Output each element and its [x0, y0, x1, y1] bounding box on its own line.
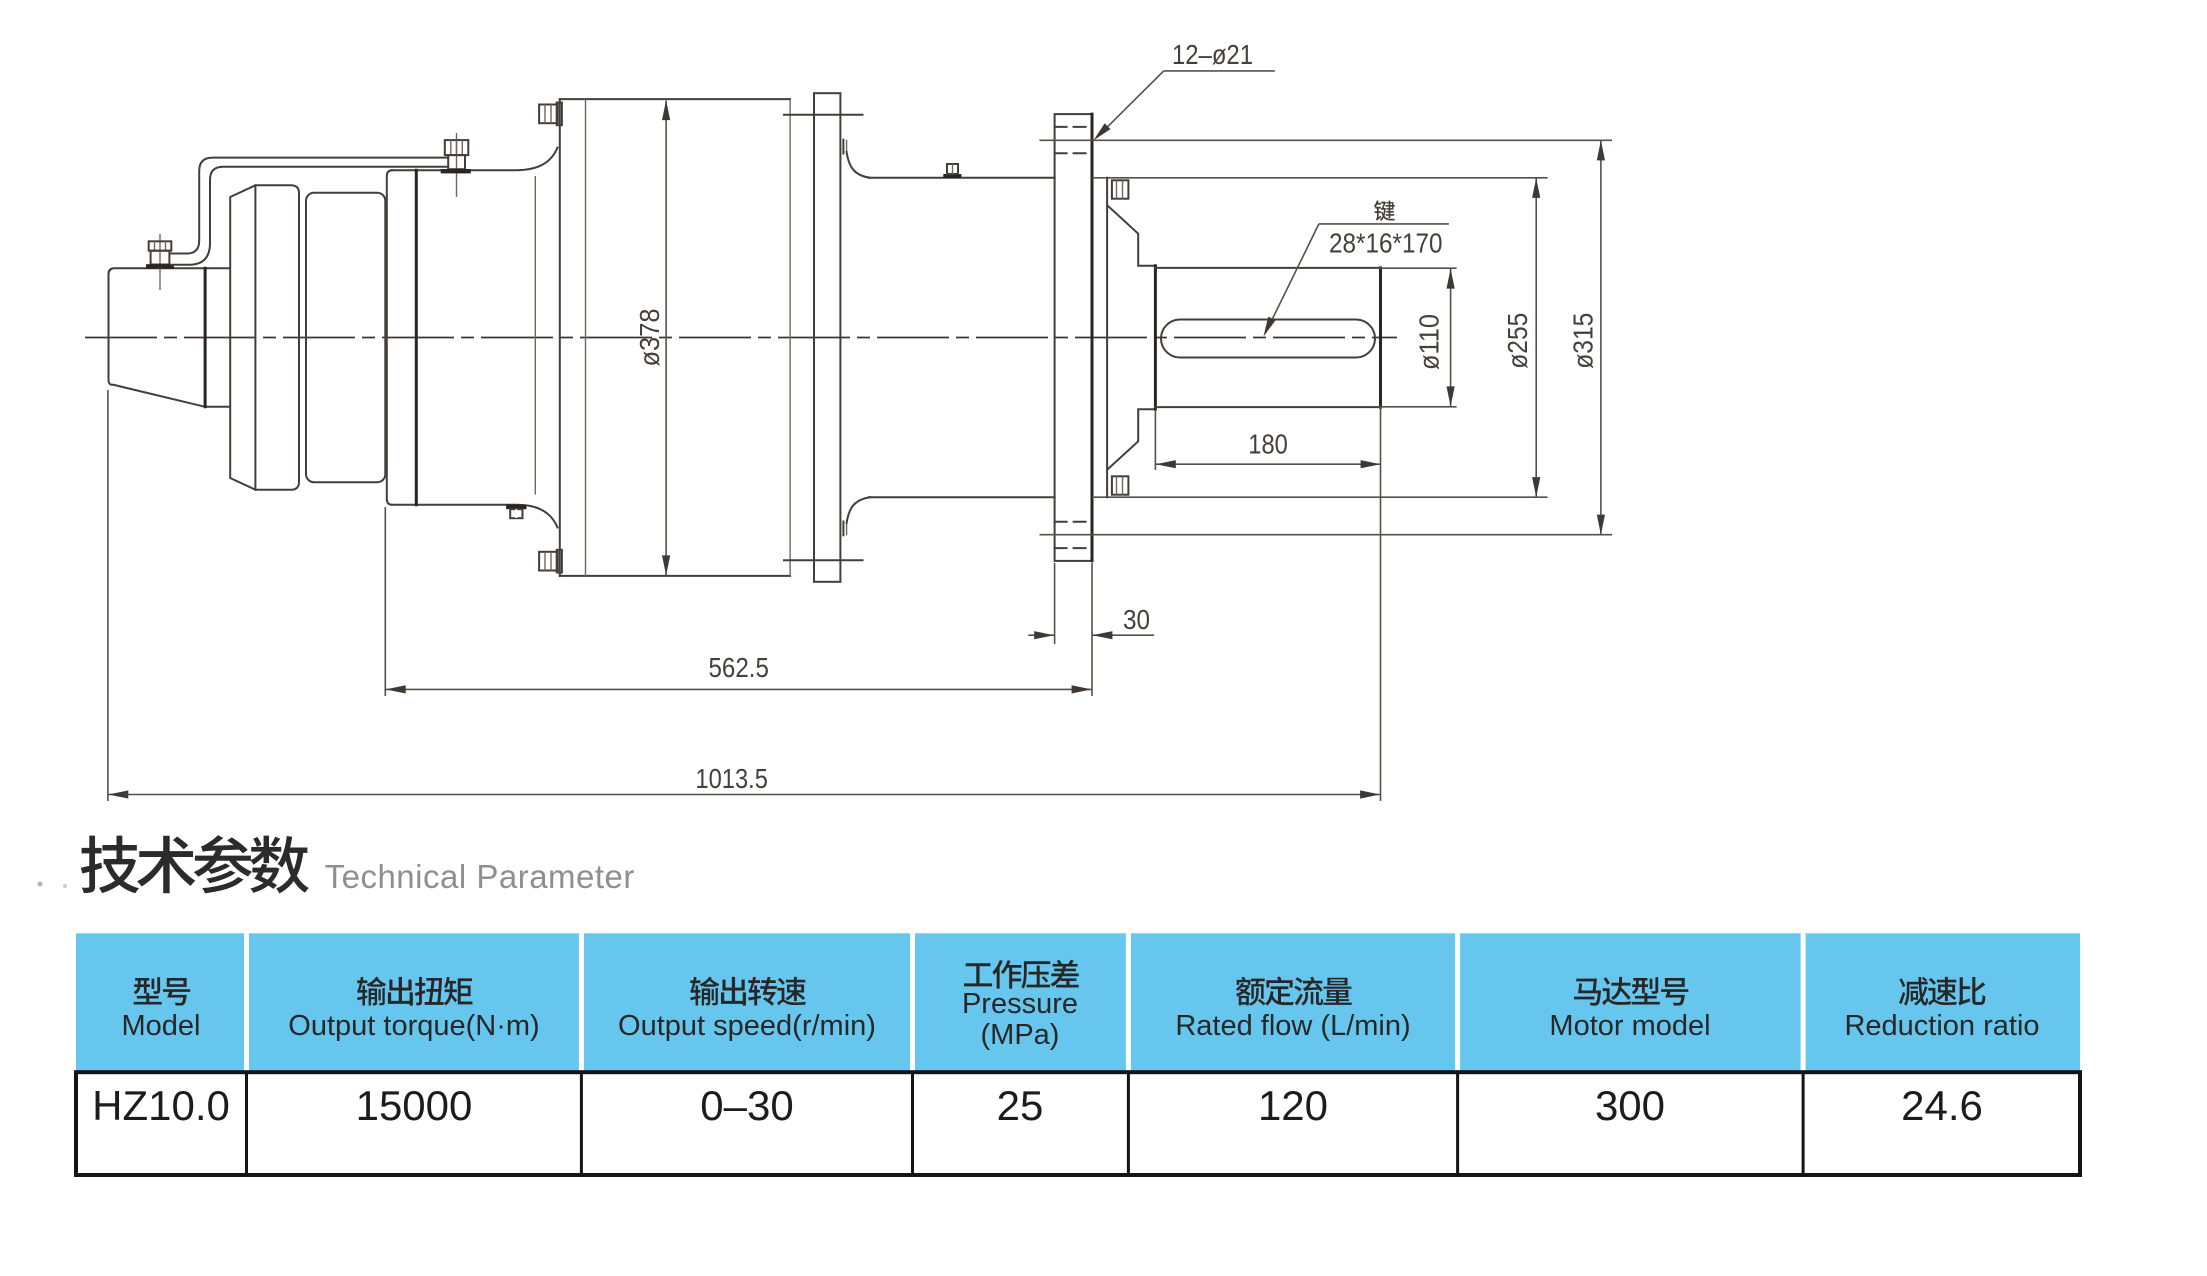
- svg-text:12–ø21: 12–ø21: [1172, 39, 1253, 70]
- svg-text:Output speed(r/min): Output speed(r/min): [618, 1010, 876, 1042]
- svg-text:28*16*170: 28*16*170: [1329, 228, 1443, 259]
- svg-text:300: 300: [1595, 1082, 1665, 1129]
- svg-text:Rated flow (L/min): Rated flow (L/min): [1175, 1010, 1410, 1042]
- svg-text:HZ10.0: HZ10.0: [92, 1082, 230, 1129]
- svg-text:(MPa): (MPa): [981, 1019, 1060, 1051]
- svg-text:30: 30: [1123, 604, 1150, 635]
- svg-text:ø110: ø110: [1414, 314, 1445, 370]
- svg-text:Model: Model: [122, 1010, 201, 1042]
- svg-text:Output torque(N·m): Output torque(N·m): [288, 1010, 539, 1042]
- svg-text:ø378: ø378: [634, 309, 665, 367]
- svg-text:Reduction ratio: Reduction ratio: [1844, 1010, 2039, 1042]
- svg-text:Technical Parameter: Technical Parameter: [325, 858, 635, 895]
- svg-text:0–30: 0–30: [700, 1082, 793, 1129]
- svg-text:120: 120: [1258, 1082, 1328, 1129]
- svg-text:24.6: 24.6: [1901, 1082, 1983, 1129]
- svg-text:180: 180: [1248, 429, 1288, 460]
- svg-text:15000: 15000: [356, 1082, 473, 1129]
- svg-text:ø255: ø255: [1502, 313, 1533, 369]
- svg-text:ø315: ø315: [1568, 313, 1599, 369]
- svg-text:Pressure: Pressure: [962, 988, 1078, 1020]
- svg-text:Motor model: Motor model: [1549, 1010, 1710, 1042]
- svg-text:1013.5: 1013.5: [695, 763, 768, 794]
- svg-text:562.5: 562.5: [709, 652, 769, 683]
- svg-text:25: 25: [997, 1082, 1044, 1129]
